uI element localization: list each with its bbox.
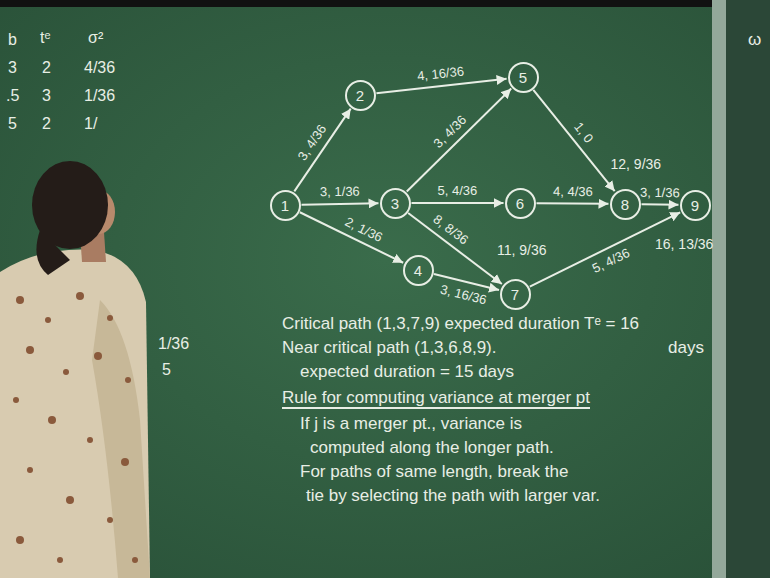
event-node: 8 [610, 189, 641, 220]
chalk-text: 12, 9/36 [611, 155, 662, 174]
lecturer-figure [0, 161, 150, 578]
activity-label: 3, 4/36 [431, 112, 470, 151]
event-node: 3 [380, 188, 411, 219]
event-node: 7 [500, 279, 531, 310]
second-board [726, 0, 770, 578]
node-number: 4 [414, 262, 422, 279]
activity-label: 3, 16/36 [439, 281, 488, 307]
chalk-text: Rule for computing variance at merger pt [282, 388, 590, 409]
chalk-text: ω [748, 30, 761, 49]
activity-label: 5, 4/36 [438, 183, 478, 198]
activity-arrow [300, 212, 403, 263]
chalk-text: σ² [88, 28, 103, 47]
node-number: 3 [391, 195, 399, 212]
chalk-text: tᵉ [40, 28, 50, 47]
chalk-text: 2 [42, 114, 51, 133]
node-number: 5 [519, 69, 527, 86]
node-number: 9 [691, 197, 699, 214]
chalk-text: For paths of same length, break the [300, 462, 568, 481]
board-frame [712, 0, 726, 578]
activity-label: 2, 1/36 [342, 214, 384, 245]
chalk-text: 3 [42, 86, 51, 105]
event-node: 2 [345, 80, 376, 111]
activity-arrow [407, 89, 511, 192]
event-node: 4 [403, 255, 434, 286]
activity-label: 5, 4/36 [589, 245, 631, 276]
activity-arrow [533, 90, 614, 191]
activity-label: 3, 1/36 [320, 184, 360, 200]
chalk-text: .5 [6, 86, 19, 105]
activity-label: 3, 1/36 [640, 184, 680, 200]
chalk-text: tie by selecting the path with larger va… [306, 486, 600, 505]
chalk-text: 11, 9/36 [497, 241, 547, 260]
chalk-text: 1/36 [158, 334, 189, 353]
chalk-text: 5 [8, 114, 17, 133]
activity-arrow [641, 203, 678, 206]
activity-arrow [412, 202, 504, 204]
node-number: 2 [356, 87, 364, 104]
chalk-text: If j is a merger pt., variance is [300, 414, 522, 433]
activity-arrow [376, 79, 506, 93]
activity-label: 1, 0 [571, 120, 596, 146]
chalk-text: expected duration = 15 days [300, 362, 514, 381]
activity-arrow [536, 202, 608, 205]
activity-label: 4, 4/36 [553, 183, 593, 198]
chalk-text: 1/ [84, 114, 97, 133]
chalk-text: b [8, 30, 17, 49]
activity-label: 3, 4/36 [295, 122, 330, 163]
chalk-text: 2 [42, 58, 51, 77]
node-number: 7 [511, 286, 519, 303]
activity-label: 8, 8/36 [430, 211, 471, 247]
chalk-text: 3 [8, 58, 17, 77]
node-number: 8 [621, 196, 629, 213]
chalk-text: 4/36 [84, 58, 115, 77]
chalk-text: 16, 13/36 [655, 235, 713, 254]
chalk-text: computed along the longer path. [310, 438, 554, 457]
chalk-text: 1/36 [84, 86, 115, 105]
chalk-text: 5 [162, 360, 171, 379]
event-node: 9 [680, 190, 711, 221]
chalk-text: days [668, 338, 704, 357]
node-number: 1 [281, 197, 289, 214]
chalk-text: Near critical path (1,3,6,8,9). [282, 338, 496, 357]
event-node: 5 [508, 62, 539, 93]
activity-label: 4, 16/36 [416, 64, 464, 84]
chalk-text: Critical path (1,3,7,9) expected duratio… [282, 314, 639, 333]
top-band [0, 0, 770, 7]
activity-arrow [294, 109, 350, 192]
event-node: 6 [505, 188, 536, 219]
activity-arrow [301, 203, 378, 204]
event-node: 1 [270, 190, 301, 221]
node-number: 6 [516, 195, 524, 212]
